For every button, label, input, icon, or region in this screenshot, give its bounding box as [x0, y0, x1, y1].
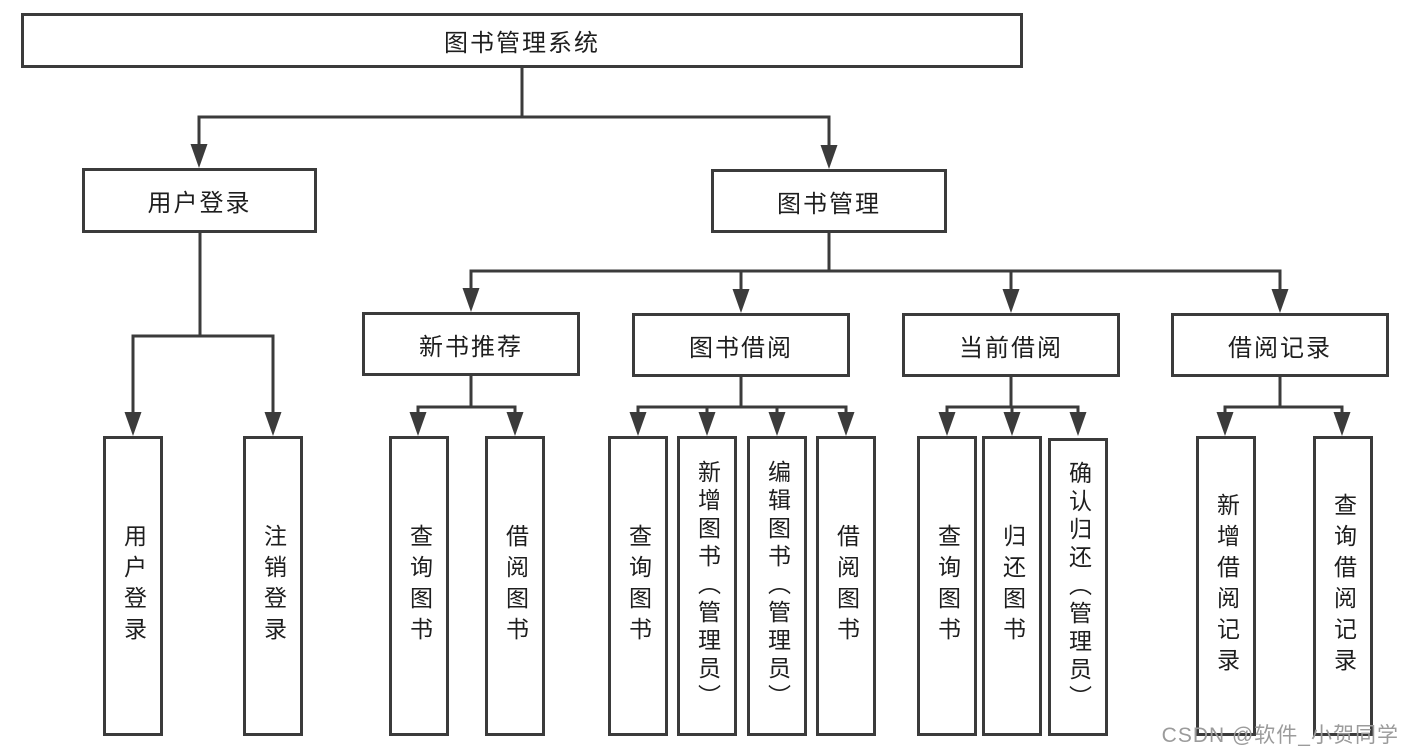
node-query-books-recommend-label: 查询图书: [406, 524, 433, 648]
node-query-books-borrow-label: 查询图书: [625, 524, 652, 648]
node-query-borrow-record: 查询借阅记录: [1313, 436, 1373, 736]
node-borrow-books-recommend-label: 借阅图书: [502, 524, 529, 648]
node-add-borrow-record-label: 新增借阅记录: [1213, 493, 1240, 679]
node-user-login-leaf: 用户登录: [103, 436, 163, 736]
node-root-system: 图书管理系统: [21, 13, 1023, 68]
node-return-books-label: 归还图书: [999, 524, 1026, 648]
node-add-books-admin: 新增图书（管理员）: [677, 436, 737, 736]
node-borrow-books-recommend: 借阅图书: [485, 436, 545, 736]
node-edit-books-admin: 编辑图书（管理员）: [747, 436, 807, 736]
node-return-books: 归还图书: [982, 436, 1042, 736]
node-borrow-books-label: 借阅图书: [833, 524, 860, 648]
node-borrow-record: 借阅记录: [1171, 313, 1389, 377]
node-user-login-leaf-label: 用户登录: [120, 524, 147, 648]
node-add-borrow-record: 新增借阅记录: [1196, 436, 1256, 736]
node-logout-leaf: 注销登录: [243, 436, 303, 736]
node-query-books-recommend: 查询图书: [389, 436, 449, 736]
node-add-books-admin-label: 新增图书（管理员）: [694, 460, 721, 712]
node-query-books-current: 查询图书: [917, 436, 977, 736]
node-query-books-current-label: 查询图书: [934, 524, 961, 648]
node-confirm-return-admin-label: 确认归还（管理员）: [1065, 461, 1092, 713]
node-user-login: 用户登录: [82, 168, 317, 233]
node-query-books-borrow: 查询图书: [608, 436, 668, 736]
arrowheads: [124, 144, 1351, 436]
csdn-watermark: CSDN @软件_小贺同学: [1161, 724, 1399, 747]
node-new-book-recommend: 新书推荐: [362, 312, 580, 376]
node-query-borrow-record-label: 查询借阅记录: [1330, 493, 1357, 679]
node-borrow-books: 借阅图书: [816, 436, 876, 736]
node-book-management: 图书管理: [711, 169, 947, 233]
node-confirm-return-admin: 确认归还（管理员）: [1048, 438, 1108, 736]
node-logout-leaf-label: 注销登录: [260, 524, 287, 648]
node-edit-books-admin-label: 编辑图书（管理员）: [764, 460, 791, 712]
node-current-borrow: 当前借阅: [902, 313, 1120, 377]
node-book-borrow: 图书借阅: [632, 313, 850, 377]
